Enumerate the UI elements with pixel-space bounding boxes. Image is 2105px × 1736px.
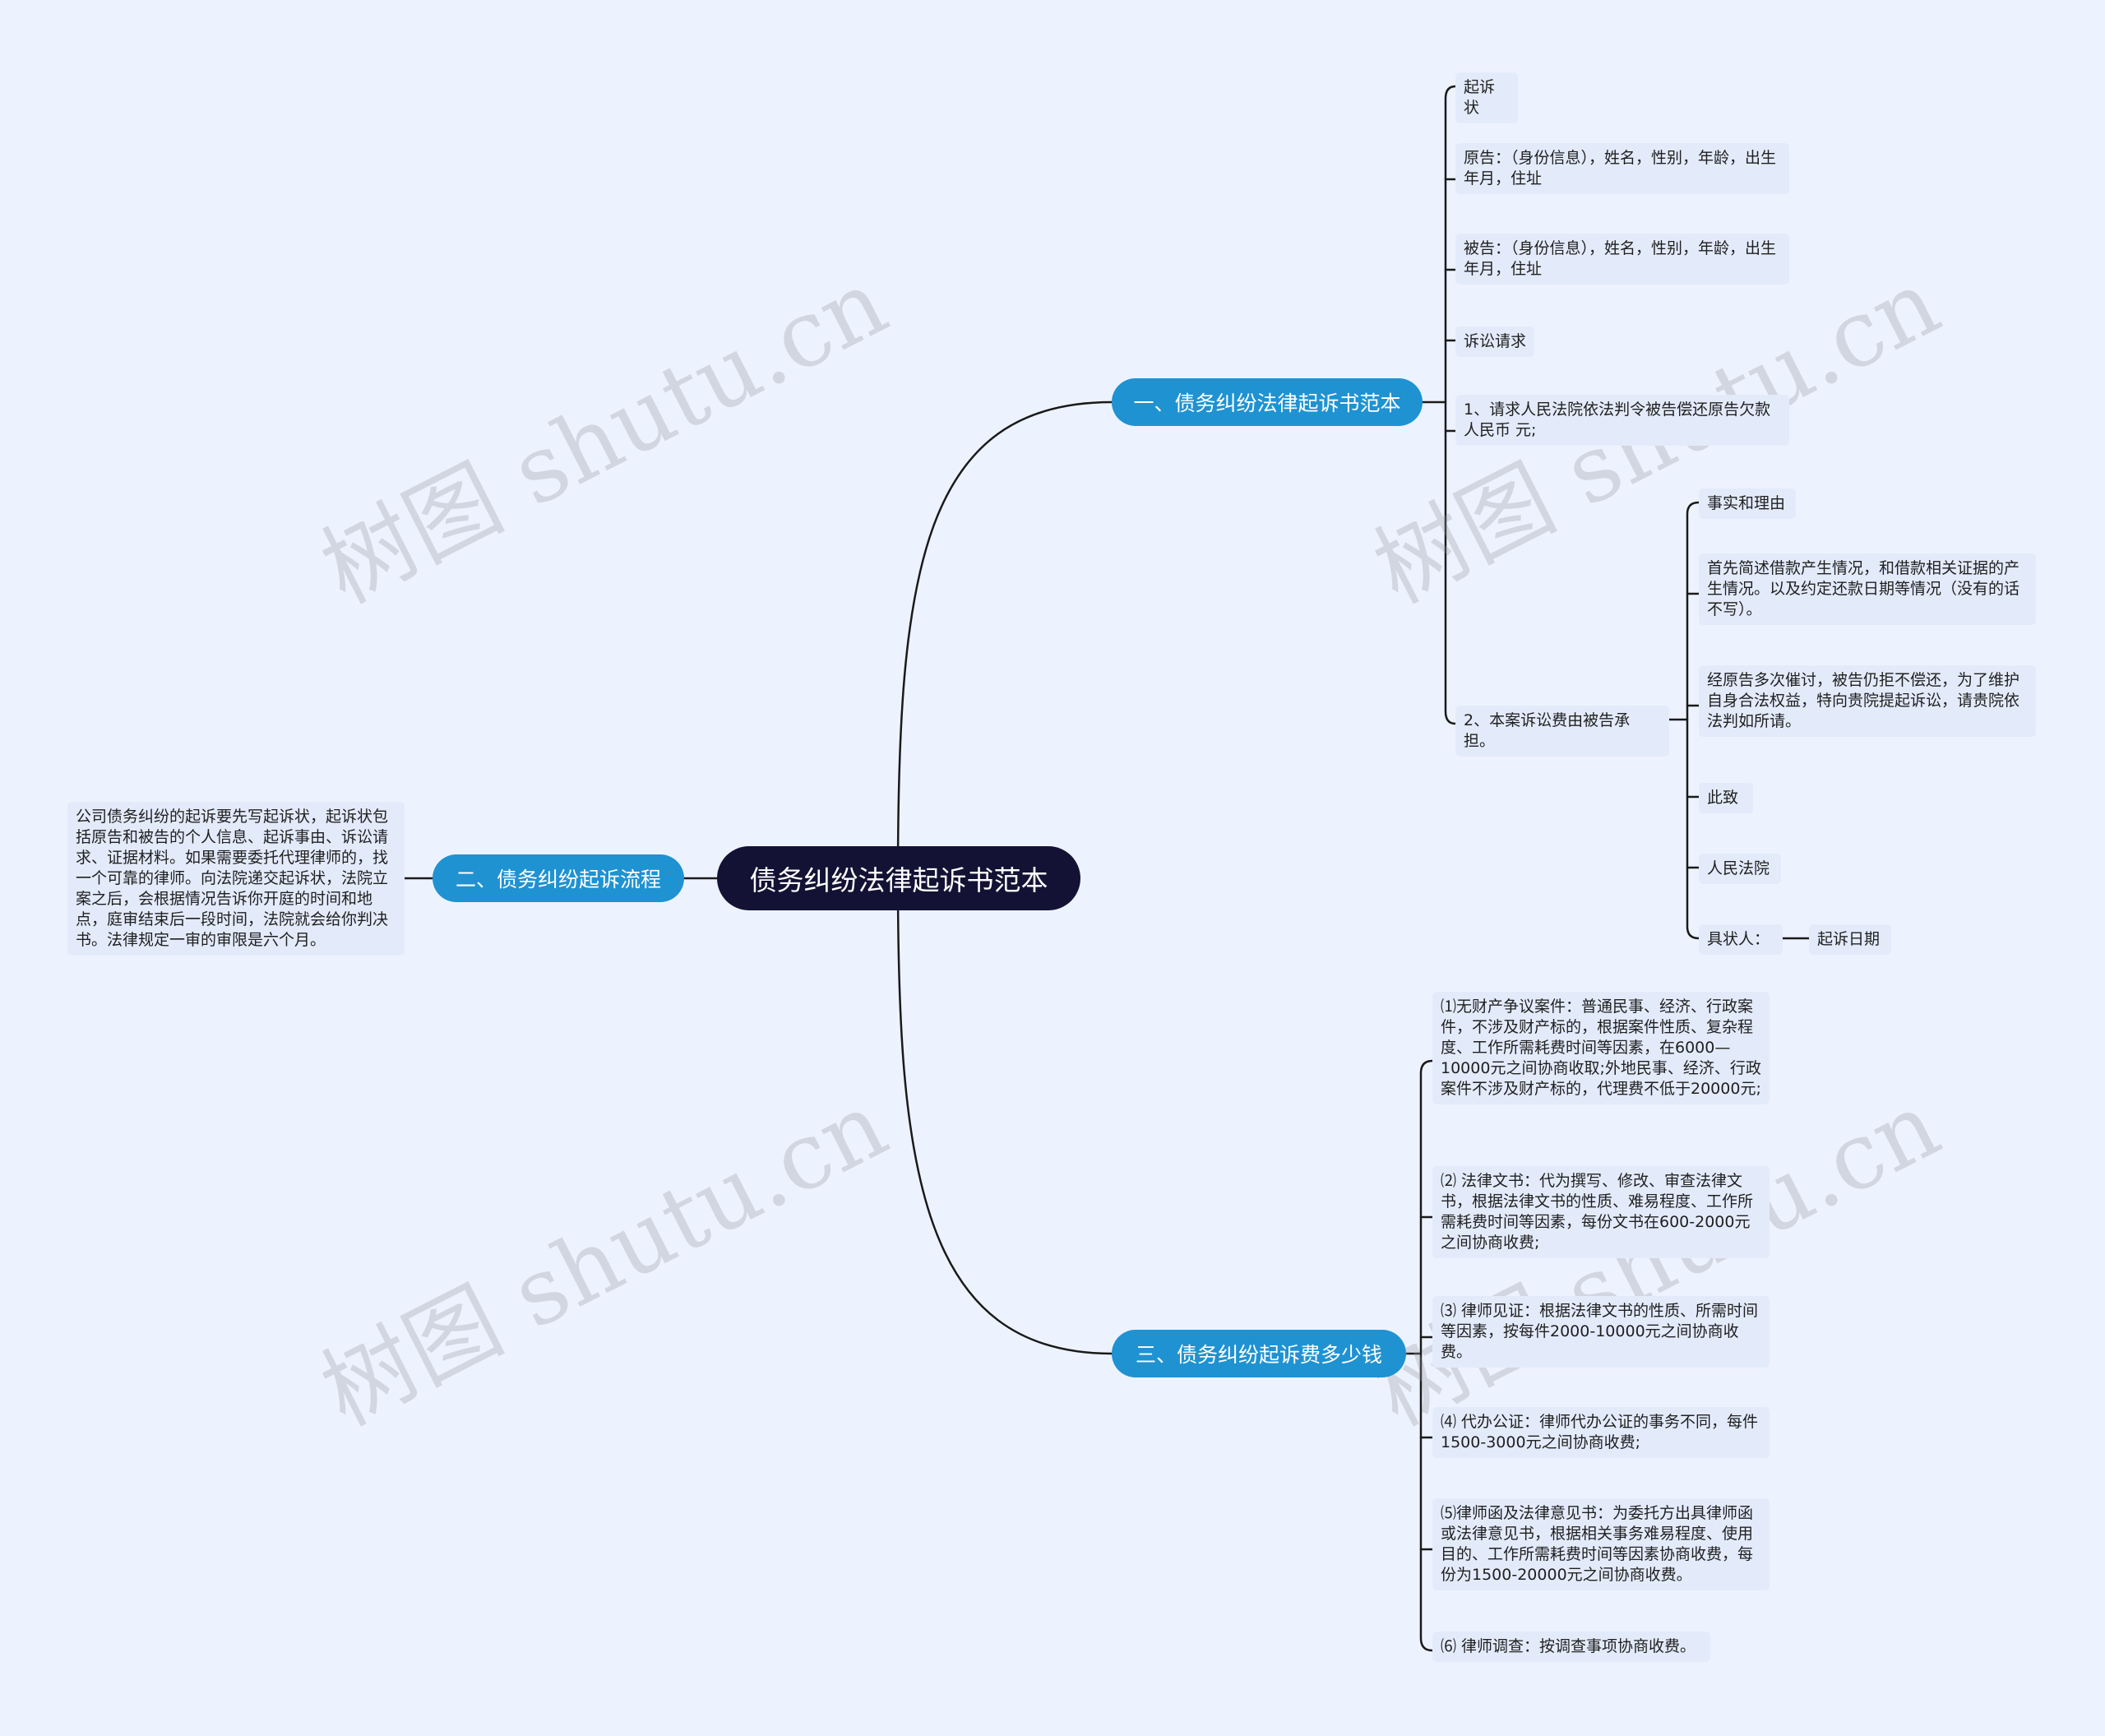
root-node[interactable]: 债务纠纷法律起诉书范本 — [717, 846, 1080, 910]
branch-node[interactable]: 一、债务纠纷法律起诉书范本 — [1112, 378, 1423, 426]
link-root-branch1 — [896, 400, 1113, 880]
leaf-node[interactable]: ⑹ 律师调查：按调查事项协商收费。 — [1432, 1632, 1710, 1662]
leaf-node[interactable]: 经原告多次催讨，被告仍拒不偿还，为了维护自身合法权益，特向贵院提起诉讼，请贵院依… — [1699, 665, 2036, 737]
leaf-node[interactable]: 原告：（身份信息），姓名，性别，年龄，出生年月，住址 — [1455, 143, 1789, 194]
bracket-sub — [1686, 501, 1700, 940]
leaf-node[interactable]: 具状人： — [1699, 924, 1783, 955]
branch-node[interactable]: 二、债务纠纷起诉流程 — [433, 854, 684, 902]
leaf-node[interactable]: 1、请求人民法院依法判令被告偿还原告欠款人民币 元; — [1455, 395, 1789, 446]
leaf-node[interactable]: ⑶ 律师见证：根据法律文书的性质、所需时间等因素，按每件2000-10000元之… — [1432, 1296, 1770, 1368]
leaf-node[interactable]: ⑵ 法律文书：代为撰写、修改、审查法律文书，根据法律文书的性质、难易程度、工作所… — [1432, 1166, 1770, 1258]
branch-node[interactable]: 三、债务纠纷起诉费多少钱 — [1112, 1330, 1406, 1377]
leaf-node[interactable]: 公司债务纠纷的起诉要先写起诉状，起诉状包括原告和被告的个人信息、起诉事由、诉讼请… — [67, 802, 405, 956]
leaf-node[interactable]: ⑸律师函及法律意见书：为委托方出具律师函或法律意见书，根据相关事务难易程度、使用… — [1432, 1498, 1770, 1590]
leaf-node[interactable]: ⑷ 代办公证：律师代办公证的事务不同，每件1500-3000元之间协商收费; — [1432, 1407, 1770, 1458]
link-root-branch3 — [896, 877, 1113, 1355]
leaf-node[interactable]: 诉讼请求 — [1455, 326, 1534, 357]
bracket-branch1 — [1444, 85, 1457, 725]
leaf-node[interactable]: 事实和理由 — [1699, 488, 1796, 519]
leaf-node[interactable]: ⑴无财产争议案件：普通民事、经济、行政案件，不涉及财产标的，根据案件性质、复杂程… — [1432, 992, 1770, 1104]
leaf-node[interactable]: 人民法院 — [1699, 854, 1781, 884]
leaf-node[interactable]: 起诉状 — [1455, 72, 1518, 123]
leaf-node[interactable]: 起诉日期 — [1809, 924, 1891, 955]
leaf-node[interactable]: 2、本案诉讼费由被告承担。 — [1455, 706, 1669, 757]
bracket-branch3 — [1419, 1059, 1434, 1652]
leaf-node[interactable]: 被告：（身份信息），姓名，性别，年龄，出生年月，住址 — [1455, 234, 1789, 285]
leaf-node[interactable]: 首先简述借款产生情况，和借款相关证据的产生情况。以及约定还款日期等情况（没有的话… — [1699, 553, 2036, 625]
leaf-node[interactable]: 此致 — [1699, 783, 1753, 813]
